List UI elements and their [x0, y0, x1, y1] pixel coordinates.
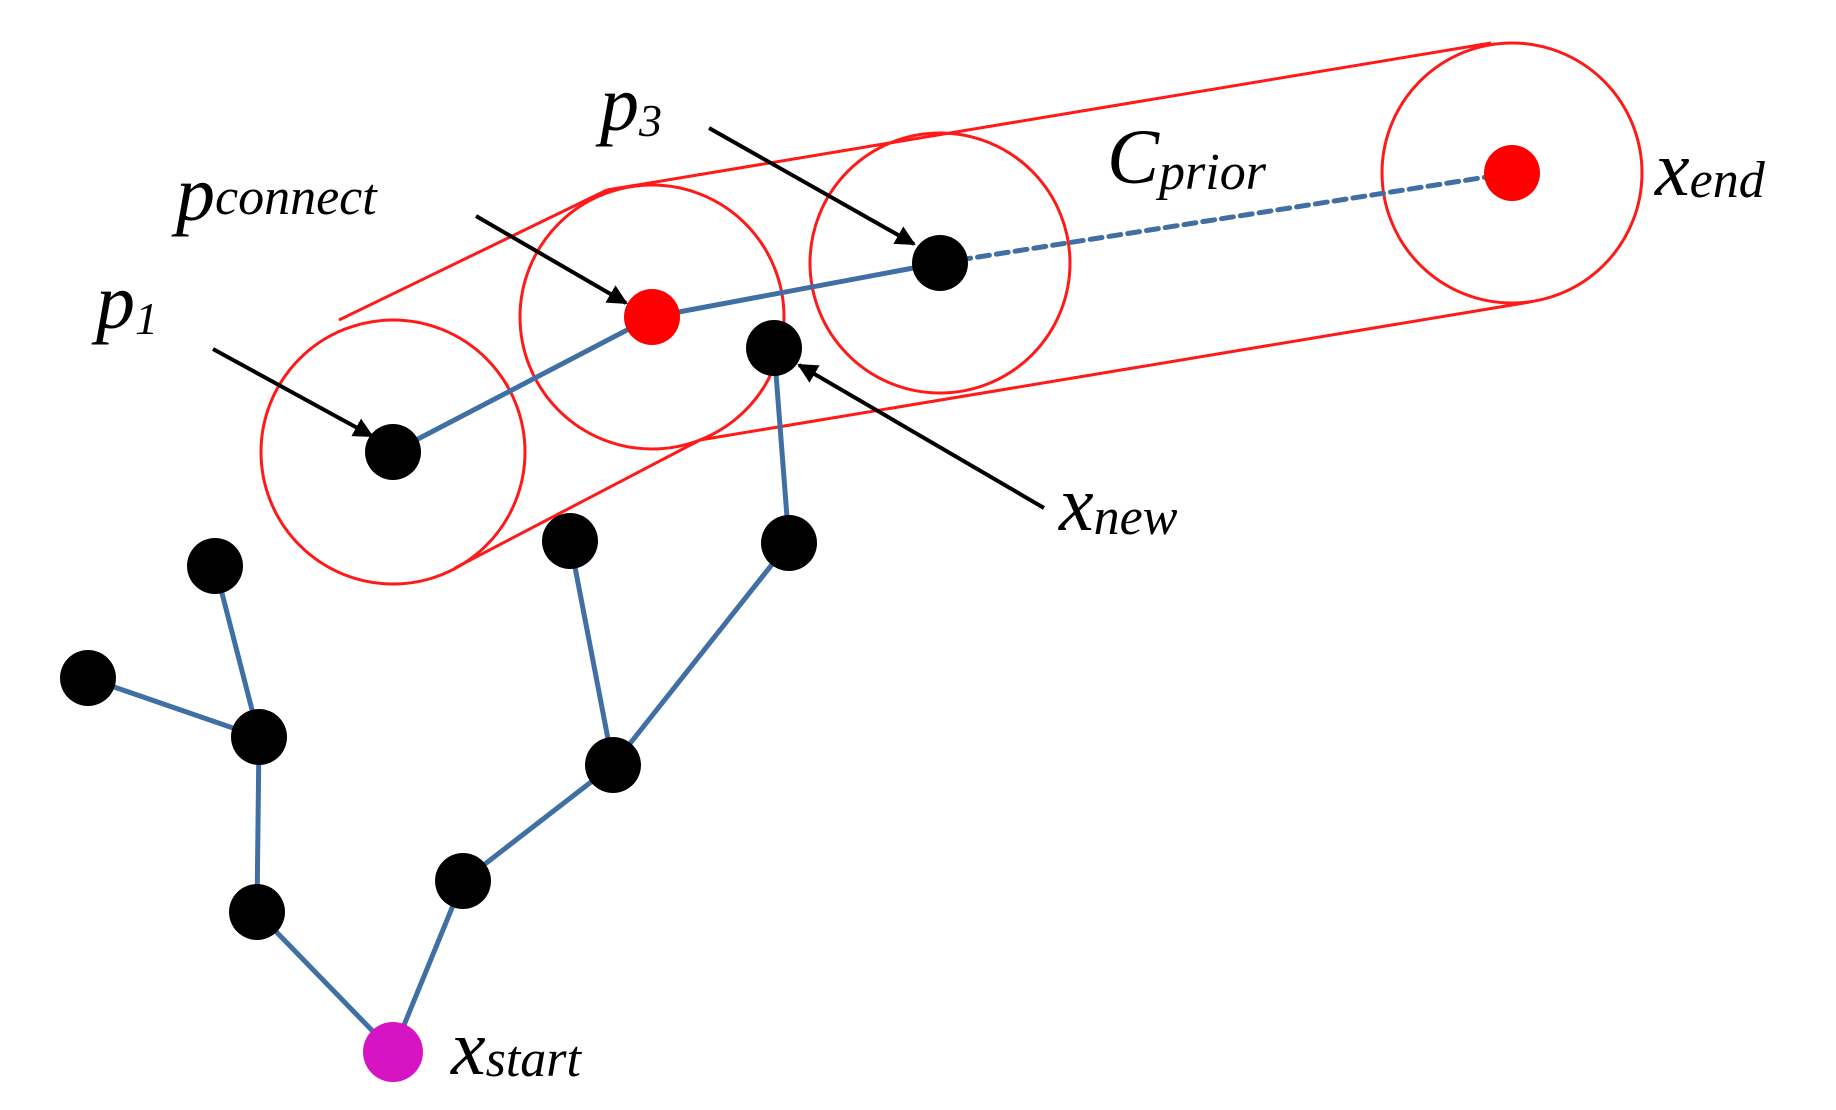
label-p-connect: pconnect — [171, 150, 378, 237]
label-x-end-sub: end — [1690, 152, 1766, 209]
region-boundary-top-2 — [606, 41, 1492, 192]
tree-node — [761, 515, 817, 571]
node-x-new — [746, 320, 802, 376]
region-circle-x-end — [1380, 41, 1644, 305]
region-circle-p3 — [808, 131, 1072, 395]
arrow-p-connect — [474, 214, 628, 305]
tree-edge — [567, 538, 616, 768]
label-c-prior-base: C — [1107, 113, 1160, 200]
region-circle-p-connect — [518, 183, 786, 451]
tree-node — [542, 513, 598, 569]
label-x-end: xend — [1654, 125, 1766, 212]
label-p-connect-sub: connect — [215, 169, 378, 226]
tree-edge — [460, 762, 616, 884]
annotation-arrows — [212, 126, 1046, 510]
tree-node — [231, 709, 287, 765]
path-edge — [649, 260, 943, 320]
node-p-connect — [624, 289, 680, 345]
label-x-end-base: x — [1654, 125, 1690, 212]
tree-node — [435, 853, 491, 909]
label-c-prior-sub: prior — [1155, 144, 1267, 201]
label-p-connect-base: p — [171, 150, 215, 237]
tree-edges — [85, 170, 1515, 1055]
label-p1-sub: 1 — [135, 293, 158, 344]
tree-node — [187, 538, 243, 594]
label-p3-base: p — [595, 60, 639, 147]
arrow-p3 — [708, 126, 916, 246]
label-x-start: xstart — [450, 1004, 583, 1091]
tree-edge — [254, 909, 396, 1055]
label-p1-base: p — [91, 258, 135, 345]
node-p1 — [365, 424, 421, 480]
region-boundary-bottom-2 — [699, 300, 1531, 442]
label-c-prior: Cprior — [1107, 113, 1267, 201]
region-circle-p1 — [259, 318, 527, 586]
arrow-x-new — [797, 363, 1046, 510]
label-x-new: xnew — [1058, 460, 1178, 547]
region-boundary-top-1 — [338, 188, 608, 322]
labels: p3 pconnect p1 Cprior xend xnew xstart — [91, 60, 1766, 1091]
tree-edge — [254, 734, 262, 915]
tree-nodes — [60, 145, 1540, 1082]
node-p3 — [912, 235, 968, 291]
arrow-p1 — [212, 347, 374, 438]
tree-edge — [610, 540, 792, 768]
node-x-start — [363, 1022, 423, 1082]
label-p3-sub: 3 — [638, 95, 662, 146]
path-edge — [390, 314, 655, 455]
node-x-end — [1484, 145, 1540, 201]
label-x-start-base: x — [450, 1004, 486, 1091]
tree-edge — [771, 345, 792, 546]
label-x-new-sub: new — [1094, 489, 1178, 546]
dashed-prior-edge — [937, 170, 1515, 266]
tree-node — [60, 650, 116, 706]
region-boundary-bottom-1 — [454, 438, 701, 570]
tree-node — [229, 884, 285, 940]
label-x-new-base: x — [1058, 460, 1094, 547]
label-p1: p1 — [91, 258, 158, 345]
label-p3: p3 — [595, 60, 662, 147]
tree-node — [585, 737, 641, 793]
prior-region — [259, 41, 1644, 586]
tree-edge — [85, 675, 262, 740]
label-x-start-sub: start — [486, 1031, 583, 1088]
tree-edge — [212, 563, 262, 740]
tree-edge — [390, 878, 466, 1055]
